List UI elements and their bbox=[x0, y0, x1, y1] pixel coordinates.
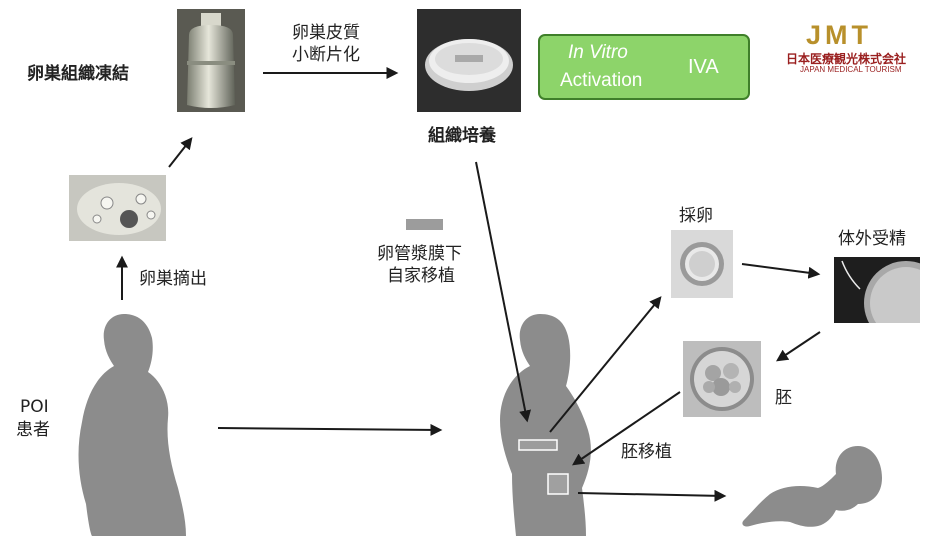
ovary-photo bbox=[69, 175, 166, 241]
label-ovary-freezing: 卵巣組織凍結 bbox=[27, 64, 129, 84]
culture-dish-photo bbox=[417, 9, 521, 112]
tissue-strip-icon bbox=[406, 219, 443, 230]
jmt-logo: JMT 日本医療観光株式会社 JAPAN MEDICAL TOURISM bbox=[786, 20, 920, 76]
label-egg-retrieval: 採卵 bbox=[679, 206, 713, 226]
iva-activation-text: Activation bbox=[560, 70, 643, 91]
baby-silhouette bbox=[742, 446, 882, 527]
label-cortex-fragmentation-1: 卵巣皮質 bbox=[292, 23, 360, 43]
label-cortex-fragmentation-2: 小断片化 bbox=[292, 45, 360, 65]
oocyte-photo bbox=[671, 230, 733, 298]
label-transplant-1: 卵管漿膜下 bbox=[377, 244, 462, 264]
cryo-tank-photo bbox=[177, 9, 245, 112]
logo-name-en: JAPAN MEDICAL TOURISM bbox=[800, 65, 902, 74]
label-embryo-transfer: 胚移植 bbox=[621, 442, 672, 462]
woman-silhouette bbox=[78, 314, 186, 536]
label-patient-poi: POI bbox=[20, 397, 49, 417]
label-ivf: 体外受精 bbox=[838, 229, 906, 249]
embryo-photo bbox=[683, 341, 761, 417]
label-transplant-2: 自家移植 bbox=[387, 266, 455, 286]
fertilization-photo bbox=[834, 257, 920, 323]
label-tissue-culture: 組織培養 bbox=[428, 126, 496, 146]
logo-mark: JMT bbox=[806, 20, 872, 50]
iva-in-vitro-text: In Vitro bbox=[568, 42, 628, 63]
label-embryo: 胚 bbox=[775, 388, 792, 408]
iva-box: In Vitro Activation IVA bbox=[538, 34, 750, 100]
logo-name-jp: 日本医療観光株式会社 bbox=[786, 52, 907, 66]
iva-abbr-text: IVA bbox=[688, 56, 719, 78]
label-patient: 患者 bbox=[16, 420, 50, 440]
label-oophorectomy: 卵巣摘出 bbox=[139, 269, 207, 289]
